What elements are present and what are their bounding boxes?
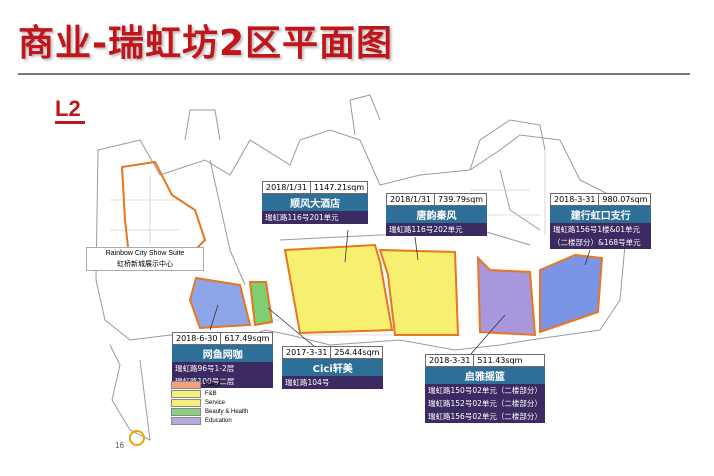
unit-address: 瑞虹路156号02单元（二楼部分） [425, 410, 545, 423]
unit-name: Cici轩美 [282, 359, 384, 376]
unit-date: 2018/1/31 [390, 195, 432, 204]
unit-address: 瑞虹路116号201单元 [262, 211, 369, 224]
legend-swatch [171, 416, 201, 425]
unit-name: 启雅摇篮 [425, 367, 545, 384]
floor-level-underline [55, 121, 85, 124]
show-suite-en: Rainbow City Show Suite [105, 250, 185, 257]
unit-address: 瑞虹路152号02单元（二楼部分） [425, 397, 545, 410]
unit-area: 511.43sqm [473, 355, 525, 366]
legend-item: Retail [171, 380, 248, 389]
legend-swatch [171, 407, 201, 416]
unit-name: 网鱼网咖 [172, 345, 274, 362]
unit-address: 瑞虹路116号202单元 [386, 223, 488, 236]
unit-tangyun-area [378, 248, 460, 336]
legend-label: F&B [205, 390, 217, 397]
page-title: 商业-瑞虹坊2区平面图 [18, 23, 393, 64]
show-suite-cn: 虹桥新城展示中心 [117, 261, 173, 268]
legend-swatch [171, 389, 201, 398]
legend-label: Education [205, 417, 232, 424]
unit-area: 617.49sqm [220, 333, 272, 344]
unit-name: 唐韵秦风 [386, 206, 488, 223]
legend-label: Retail [205, 381, 221, 388]
unit-area: 980.07sqm [598, 194, 650, 205]
unit-date: 2018-3-31 [429, 356, 471, 365]
legend-label: Service [205, 399, 226, 406]
legend-swatch [171, 380, 201, 389]
unit-address: （二楼部分）&168号单元 [550, 236, 652, 249]
floor-level-label: L2 [55, 96, 81, 121]
show-suite-outline [120, 160, 207, 267]
unit-address: 瑞虹路104号 [282, 376, 384, 389]
unit-name: 建行虹口支行 [550, 206, 652, 223]
legend-label: Beauty & Health [205, 408, 249, 415]
unit-date: 2017-3-31 [286, 348, 328, 357]
unit-address: 瑞虹路150号02单元（二楼部分） [425, 384, 545, 397]
unit-address: 瑞虹路156号1楼&01单元 [550, 223, 652, 236]
unit-area: 254.44sqm [330, 347, 382, 358]
location-marker [129, 430, 145, 446]
unit-date: 2018-3-31 [554, 195, 596, 204]
title-divider [18, 73, 690, 75]
legend-item: Beauty & Health [171, 407, 248, 416]
legend-item: F&B [171, 389, 248, 398]
unit-name: 顺风大酒店 [262, 194, 369, 211]
legend-item: Service [171, 398, 248, 407]
unit-area: 739.79sqm [434, 194, 486, 205]
map-legend: Retail F&B Service Beauty & Health Educa… [171, 380, 248, 425]
unit-wangyu-area [188, 276, 252, 330]
show-suite-label: Rainbow City Show Suite 虹桥新城展示中心 [86, 247, 204, 271]
legend-item: Education [171, 416, 248, 425]
map-number: 16 [115, 441, 124, 450]
unit-address: 瑞虹路96号1-2层 [172, 362, 274, 375]
unit-cici-area [248, 281, 274, 327]
unit-area: 1147.21sqm [310, 182, 367, 193]
legend-swatch [171, 398, 201, 407]
unit-date: 2018-6-30 [176, 334, 218, 343]
unit-date: 2018/1/31 [266, 183, 308, 192]
unit-qiya-area [476, 255, 537, 337]
unit-jianhang-area [539, 253, 604, 334]
unit-shunfeng-area [283, 243, 394, 335]
